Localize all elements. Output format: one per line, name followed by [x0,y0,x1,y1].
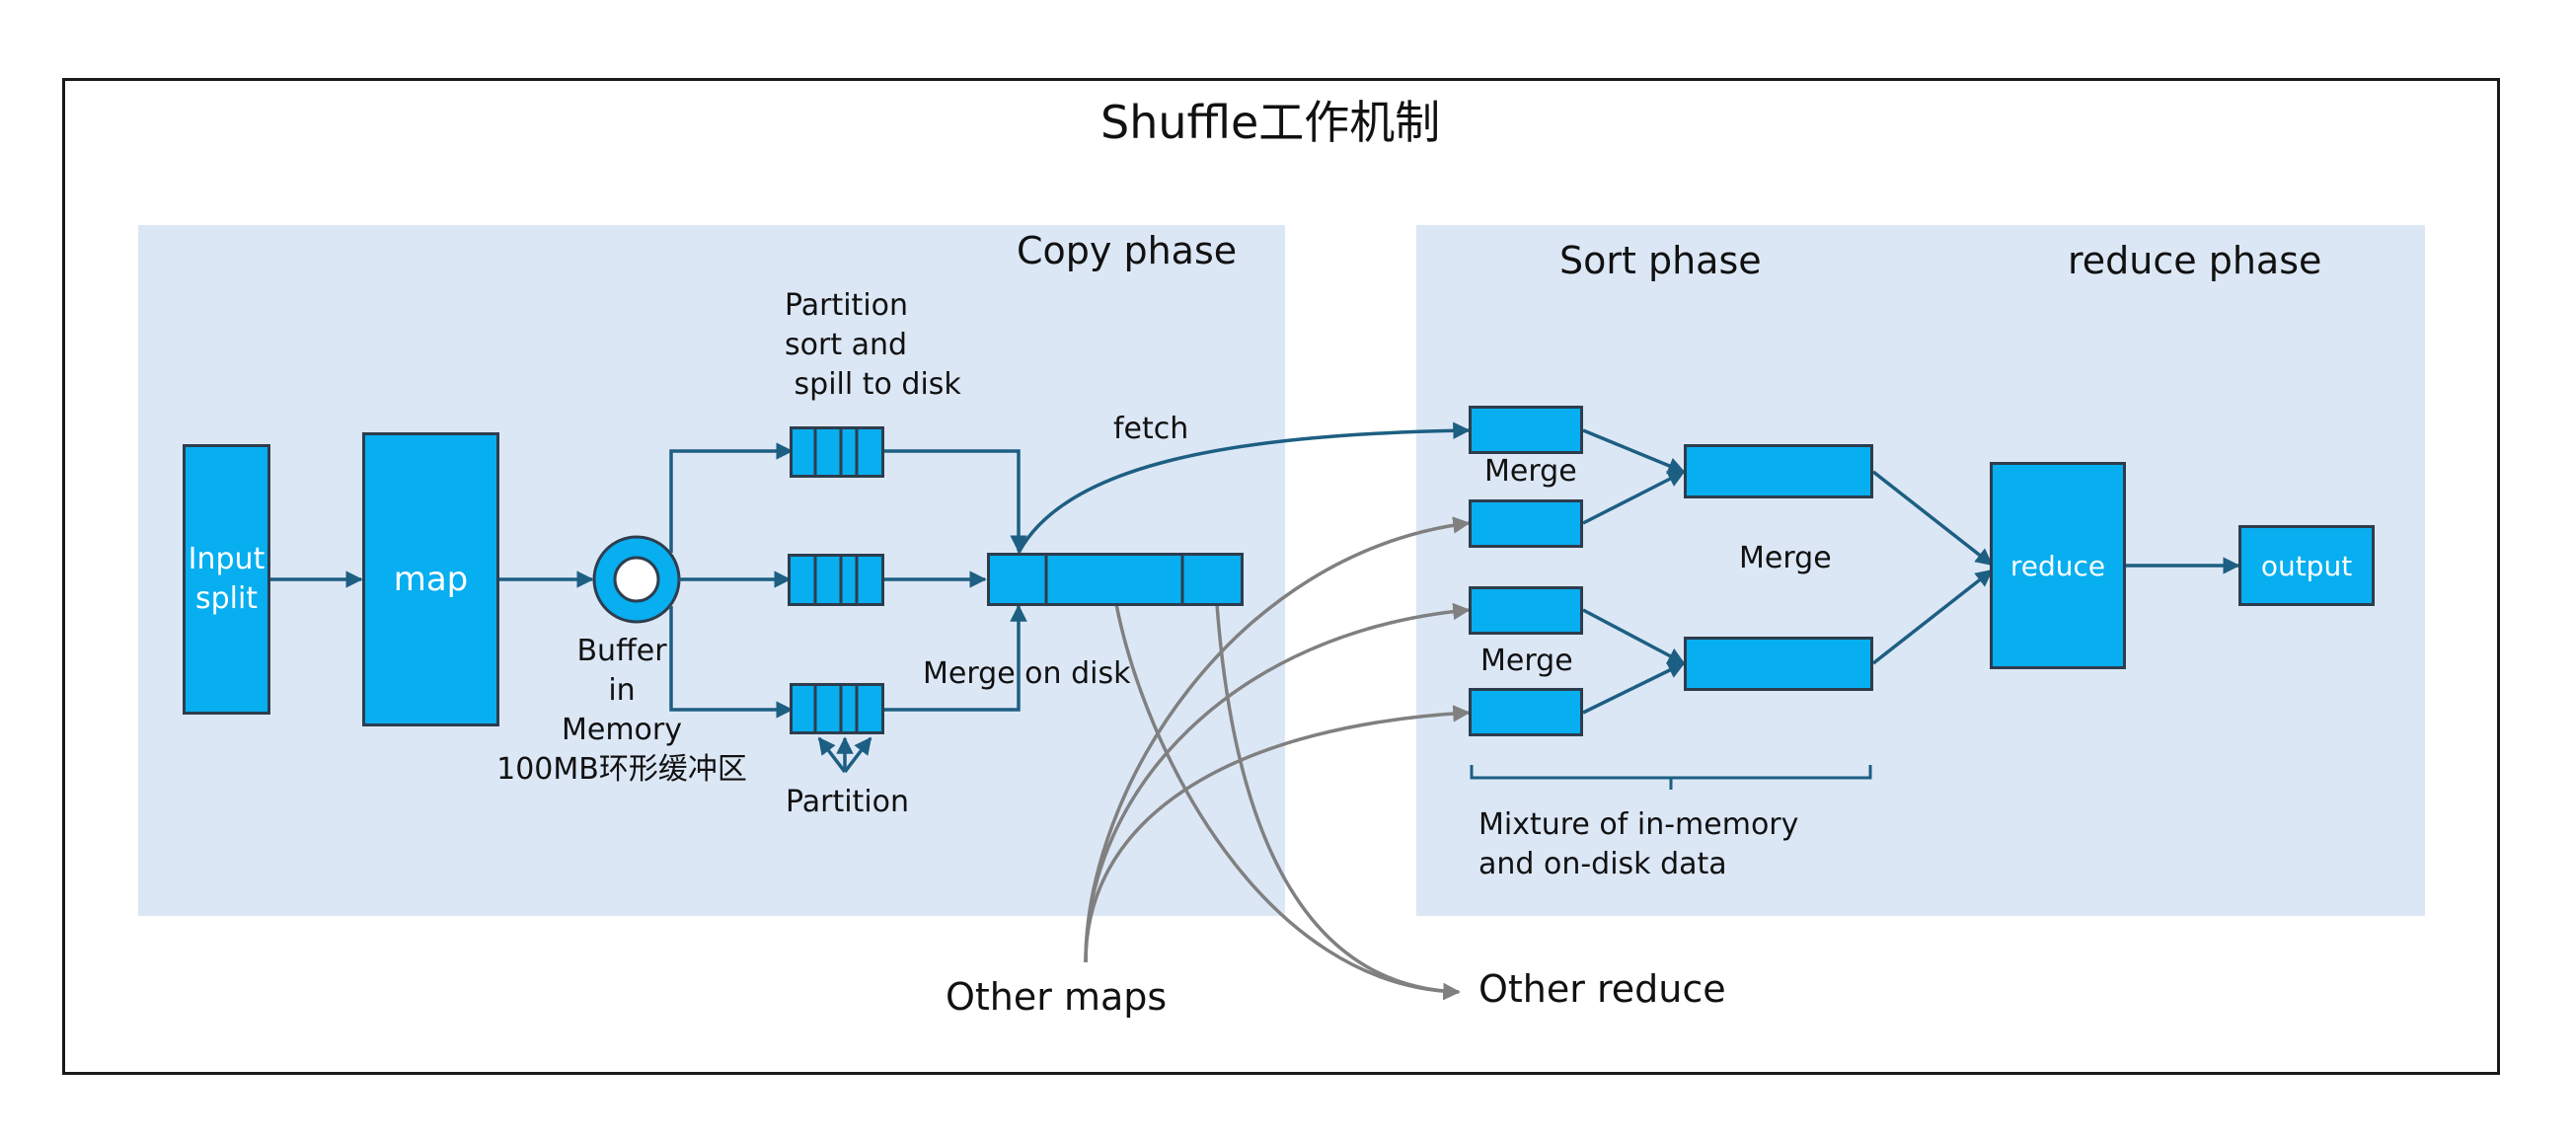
arrow-other-reduce-2 [1215,603,1461,1001]
arrow-merge-4 [1582,661,1686,715]
arrow-fetch [1017,421,1471,554]
fetched-segment-2 [1469,499,1583,548]
merge-on-disk-label: Merge on disk [923,656,1131,691]
buffer-label: Buffer in Memory 100MB环形缓冲区 [496,634,747,787]
arrow-partition-top-to-merge [884,449,1027,553]
merged-segment-2 [1684,637,1873,691]
arrow-merge-3 [1582,608,1686,665]
copy-phase-heading: Copy phase [1017,229,1238,272]
partition-label: Partition [786,785,910,819]
arrow-merge-2 [1582,470,1686,525]
partition-fan-arrows [817,736,872,774]
other-maps-label: Other maps [946,975,1168,1019]
diagram-title: Shuffle工作机制 [1100,96,1441,149]
map-label: map [393,560,469,599]
arrow-other-reduce-1 [1114,603,1461,1001]
arrow-merge-1 [1582,428,1686,475]
merged-segment-1 [1684,444,1873,498]
spill-buffer-top [790,426,884,478]
spill-buffer-bottom [790,683,884,734]
arrow-partition-bottom-to-merge [884,604,1027,712]
partition-sort-label: Partition sort and spill to disk [785,288,961,402]
fetch-label: fetch [1113,412,1189,446]
diagram-frame [62,78,2500,1075]
spill-buffer-mid [788,554,884,606]
merge-label-bottom: Merge [1480,644,1573,678]
mixture-label: Mixture of in-memory and on-disk data [1478,807,1799,881]
merge-label-mid: Merge [1739,541,1832,575]
merge-label-top: Merge [1484,454,1577,489]
output-label: output [2260,549,2353,582]
arrow-other-maps-2 [1084,602,1471,963]
mixture-bracket [1470,765,1872,790]
arrow-buffer-to-partition-bottom [669,606,794,719]
fetched-segment-4 [1469,688,1583,736]
other-reduce-label: Other reduce [1478,967,1726,1011]
sort-phase-heading: Sort phase [1559,239,1762,282]
fetched-segment-1 [1469,406,1583,454]
input-split-box: Input split [183,444,270,715]
fetched-segment-3 [1469,586,1583,635]
arrow-merge-to-reduce-2 [1871,569,1994,665]
merged-spill-file [987,553,1244,606]
reduce-box: reduce [1990,462,2126,669]
reduce-label: reduce [2009,549,2106,582]
arrow-merge-to-reduce-1 [1871,470,1994,567]
arrow-buffer-to-partition-top [669,442,794,553]
input-split-label: Input split [188,542,265,616]
reduce-phase-heading: reduce phase [2068,239,2322,282]
arrow-other-maps-3 [1084,705,1471,963]
map-box: map [362,432,499,726]
output-box: output [2238,525,2375,606]
